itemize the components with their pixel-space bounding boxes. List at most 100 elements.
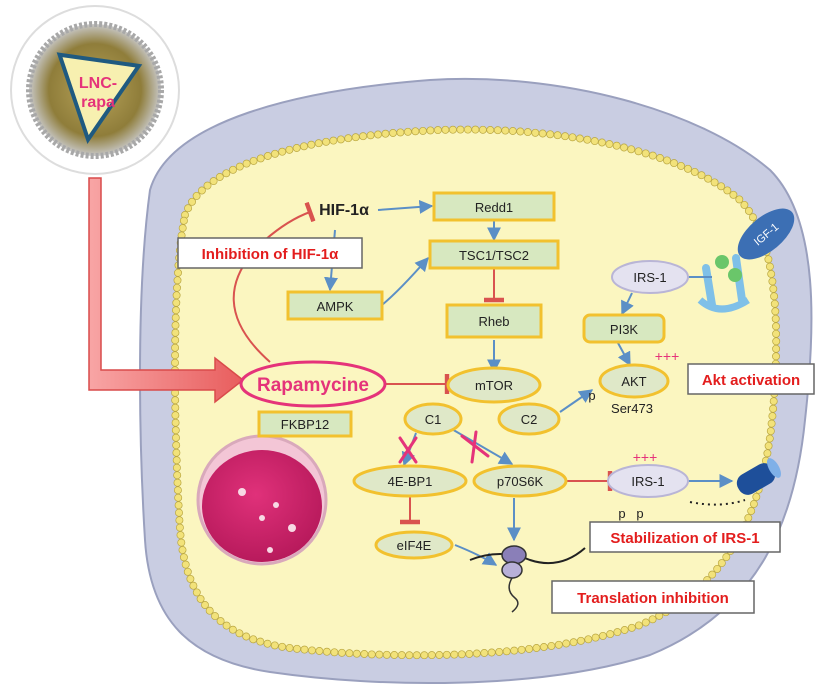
membrane-bead <box>771 314 780 323</box>
membrane-bead <box>598 631 607 640</box>
block-cross-bp1 <box>398 436 418 464</box>
node-rheb: Rheb <box>445 303 543 339</box>
membrane-bead <box>472 649 481 658</box>
akt-plus-mark: +++ <box>655 348 680 364</box>
membrane-bead <box>583 135 592 144</box>
membrane-bead <box>744 206 753 215</box>
membrane-bead <box>764 441 773 450</box>
membrane-bead <box>427 651 436 660</box>
membrane-bead <box>172 441 181 450</box>
membrane-bead <box>772 322 780 331</box>
membrane-bead <box>748 213 757 222</box>
membrane-bead <box>188 197 196 206</box>
membrane-bead <box>184 204 193 213</box>
membrane-bead <box>516 127 525 136</box>
membrane-bead <box>315 647 324 655</box>
akt-site-label: Ser473 <box>611 401 653 416</box>
arrow-eif4e-ribosome <box>454 544 498 566</box>
membrane-bead <box>171 418 180 427</box>
membrane-bead <box>178 546 187 554</box>
node-pi3k: PI3K <box>582 313 666 344</box>
membrane-bead <box>308 646 316 655</box>
membrane-bead <box>329 136 338 145</box>
membrane-bead <box>562 639 571 648</box>
membrane-bead <box>448 125 457 134</box>
membrane-bead <box>366 131 375 140</box>
irs-phospho-mark-1: p <box>618 506 625 521</box>
membrane-bead <box>508 127 517 135</box>
membrane-bead <box>171 328 180 337</box>
arrow-c2-akt <box>559 389 594 413</box>
membrane-bead <box>591 633 600 642</box>
node-tsc-label: TSC1/TSC2 <box>459 248 529 263</box>
membrane-bead <box>553 131 562 140</box>
igf1-receptor: IGF-1 <box>697 208 795 313</box>
block-crosses <box>398 430 490 464</box>
membrane-bead <box>531 128 540 137</box>
membrane-bead <box>554 640 563 649</box>
membrane-bead <box>172 433 180 442</box>
membrane-bead <box>171 411 180 420</box>
membrane-bead <box>179 553 188 562</box>
membrane-bead <box>173 283 181 292</box>
membrane-bead <box>723 186 732 195</box>
membrane-bead <box>172 448 181 457</box>
membrane-bead <box>768 277 777 286</box>
node-c2-label: C2 <box>521 412 538 427</box>
membrane-bead <box>172 291 181 300</box>
membrane-bead <box>174 493 183 502</box>
irs-phospho-mark-2: p <box>636 506 643 521</box>
membrane-bead <box>203 181 212 190</box>
membrane-bead <box>172 306 180 315</box>
node-pi3k-label: PI3K <box>610 322 639 337</box>
membrane-bead <box>229 165 237 174</box>
membrane-bead <box>641 618 650 627</box>
membrane-bead <box>174 501 183 510</box>
node-c2: C2 <box>497 402 561 436</box>
arrow-hif-redd1 <box>377 199 434 214</box>
membrane-bead <box>598 138 606 147</box>
membrane-bead <box>300 142 308 151</box>
membrane-bead <box>405 651 414 660</box>
membrane-bead <box>471 125 480 134</box>
node-mtor: mTOR <box>446 366 542 404</box>
membrane-bead <box>176 531 185 540</box>
membrane-bead <box>670 159 678 168</box>
membrane-bead <box>627 145 636 154</box>
membrane-bead <box>441 125 450 134</box>
membrane-bead <box>769 404 778 413</box>
node-rheb-label: Rheb <box>478 314 509 329</box>
membrane-bead <box>271 149 279 158</box>
membrane-bead <box>546 130 555 139</box>
membrane-bead <box>179 216 188 225</box>
membrane-bead <box>292 144 301 152</box>
membrane-bead <box>648 615 657 624</box>
membrane-bead <box>211 612 219 621</box>
callout-translation-text: Translation inhibition <box>577 590 729 607</box>
membrane-bead <box>648 151 657 160</box>
node-ampk: AMPK <box>286 290 384 321</box>
node-eif4e: eIF4E <box>374 530 454 560</box>
membrane-bead <box>663 156 671 165</box>
node-irs-low-label: IRS-1 <box>631 474 664 489</box>
membrane-bead <box>612 141 621 150</box>
membrane-bead <box>765 434 774 443</box>
membrane-bead <box>322 647 331 656</box>
node-akt: AKT <box>598 363 670 399</box>
membrane-bead <box>768 412 777 421</box>
membrane-bead <box>397 651 406 660</box>
membrane-bead <box>620 626 629 634</box>
node-c1: C1 <box>403 402 463 436</box>
membrane-bead <box>752 492 761 501</box>
membrane-bead <box>420 651 429 660</box>
membrane-bead <box>186 574 195 583</box>
membrane-bead <box>173 471 182 480</box>
ribosome <box>469 545 586 613</box>
membrane-bead <box>171 351 180 360</box>
membrane-bead <box>771 307 780 316</box>
membrane-bead <box>215 173 224 181</box>
callout-akt-activation-text: Akt activation <box>702 372 800 389</box>
rapamycine-node: Rapamycine <box>239 360 387 408</box>
membrane-bead <box>256 154 265 163</box>
membrane-bead <box>396 128 405 137</box>
